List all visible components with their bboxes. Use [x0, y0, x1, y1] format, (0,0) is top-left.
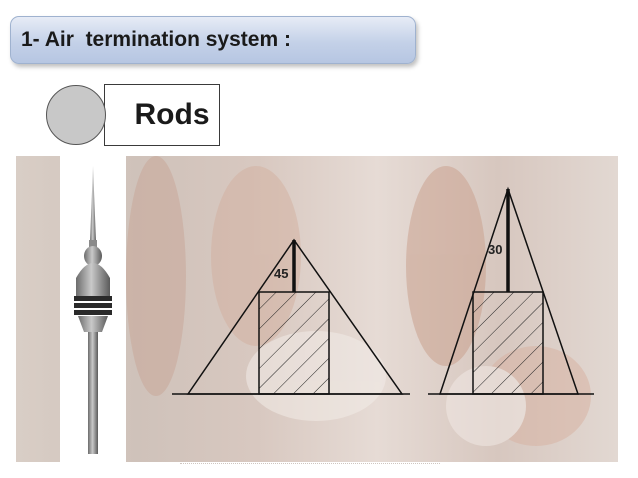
rods-label-box: Rods [104, 84, 220, 146]
rods-label: Rods [134, 98, 210, 131]
bullet-circle [46, 85, 106, 145]
slide-title: 1- Air termination system : [21, 28, 291, 51]
right-protection-diagram: 30 [428, 186, 594, 395]
left-protection-diagram: 45 [172, 238, 410, 395]
right-angle-label: 30 [488, 242, 502, 257]
lightning-rod-image [60, 156, 126, 462]
protection-zone-figure: 45 30 [16, 156, 618, 462]
title-bar: 1- Air termination system : [10, 16, 416, 64]
faint-caption-strip [180, 463, 440, 468]
figure-svg: 45 30 [60, 156, 594, 462]
left-angle-label: 45 [274, 266, 288, 281]
